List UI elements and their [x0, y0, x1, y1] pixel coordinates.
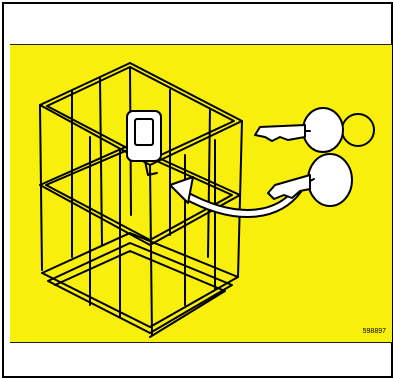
key-blade-1 — [255, 125, 305, 141]
key-ring — [342, 114, 374, 146]
key-blade-2 — [268, 175, 310, 199]
basket-key-illustration — [10, 45, 392, 342]
illustration-panel: 598897 — [10, 44, 392, 343]
figure-number: 598897 — [363, 328, 386, 335]
